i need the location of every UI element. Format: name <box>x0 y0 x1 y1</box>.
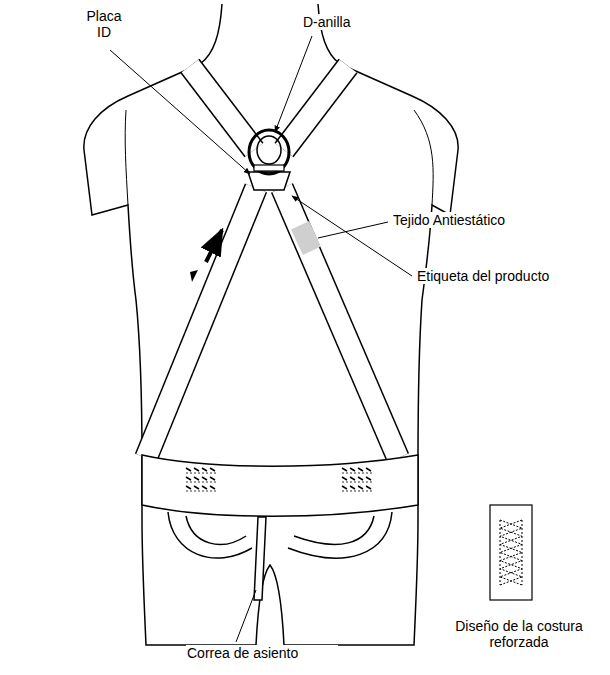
stitch <box>186 491 216 492</box>
antistatic-patch <box>291 221 321 255</box>
stitch <box>210 468 215 471</box>
harness-straps <box>146 66 398 458</box>
strap <box>284 66 348 150</box>
stitch <box>342 482 372 483</box>
stitch <box>500 520 522 585</box>
stitch <box>366 468 371 471</box>
stitch <box>350 468 355 471</box>
strap <box>190 66 254 150</box>
leg-band <box>142 455 418 516</box>
stitch-detail-inset <box>490 505 532 600</box>
strap-edge <box>190 66 254 150</box>
part-label: D-anilla <box>302 14 384 30</box>
direction-arrow <box>190 270 198 282</box>
stitch <box>202 477 207 480</box>
part-label: Placa ID <box>78 8 130 40</box>
stitch <box>358 486 363 489</box>
stitch <box>500 520 501 585</box>
mannequin-outline <box>84 4 458 645</box>
stitch <box>186 468 191 471</box>
leader-lines <box>110 36 412 642</box>
d-ring <box>249 130 289 174</box>
part-label: Correa de asiento <box>186 645 338 661</box>
stitch <box>186 473 216 474</box>
stitch-detail-zigzag <box>500 520 522 585</box>
stitch <box>342 486 347 489</box>
stitch <box>358 468 363 471</box>
leader-line <box>275 36 312 132</box>
strap <box>146 188 256 458</box>
part-label: Tejido Antiestático <box>392 212 554 228</box>
part-label: Etiqueta del producto <box>416 268 598 284</box>
stitch <box>194 468 199 471</box>
part-label: Diseño de la costura reforzada <box>448 618 590 650</box>
stitch <box>342 468 347 471</box>
stitch <box>342 473 372 474</box>
stitch <box>186 477 191 480</box>
direction-arrow <box>206 230 222 262</box>
stitch <box>194 486 199 489</box>
stitch <box>210 477 215 480</box>
stitch <box>186 482 216 483</box>
stitch <box>186 486 191 489</box>
leader-line <box>292 196 412 276</box>
stitch <box>500 520 522 585</box>
strap-edge <box>284 66 348 150</box>
stitch <box>366 486 371 489</box>
seat-strap <box>254 517 266 600</box>
stitch <box>202 468 207 471</box>
d-ring-inner <box>257 136 281 164</box>
stitch <box>210 486 215 489</box>
stitch <box>350 486 355 489</box>
stitch <box>194 477 199 480</box>
stitch <box>522 520 523 585</box>
stitch <box>342 491 372 492</box>
leader-line <box>236 590 256 642</box>
d-ring-bar <box>254 165 284 171</box>
leader-line <box>110 50 250 174</box>
strap-edge <box>146 188 256 458</box>
stitch <box>358 477 363 480</box>
stitch <box>350 477 355 480</box>
stitch <box>202 486 207 489</box>
sleeve-seam <box>125 110 433 205</box>
stitch <box>342 477 347 480</box>
leg-loop <box>168 512 392 558</box>
reinforced-stitching <box>186 468 372 491</box>
stitch <box>366 477 371 480</box>
leader-line <box>318 222 388 238</box>
